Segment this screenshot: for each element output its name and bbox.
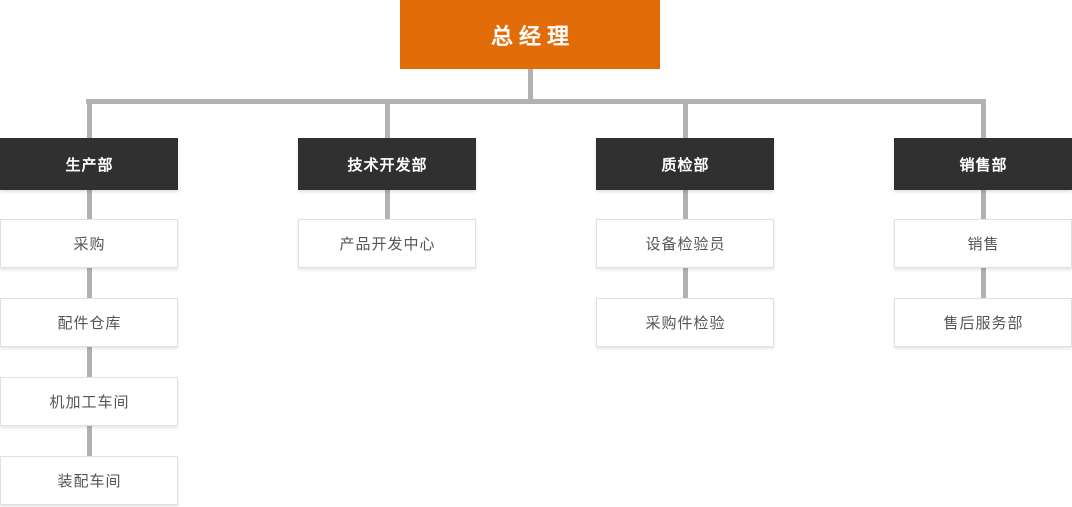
org-node-purchased-parts-inspection[interactable]: 采购件检验 (596, 298, 774, 347)
org-node-label: 采购件检验 (645, 315, 726, 332)
org-node-assembly-workshop[interactable]: 装配车间 (0, 456, 178, 505)
org-node-label: 产品开发中心 (339, 236, 436, 253)
org-node-label: 技术开发部 (347, 156, 428, 174)
org-node-label: 总经理 (490, 23, 575, 49)
org-node-label: 装配车间 (57, 473, 122, 490)
connector-sales-child-1 (980, 190, 986, 219)
connector-production-child-2 (86, 268, 92, 298)
connector-quality-child-1 (682, 190, 688, 219)
connector-production-child-1 (86, 190, 92, 219)
org-node-label: 质检部 (661, 156, 710, 174)
org-node-production-dept[interactable]: 生产部 (0, 138, 178, 190)
connector-drop-quality-inspection (682, 104, 688, 138)
org-node-label: 销售部 (959, 156, 1008, 174)
org-node-procurement[interactable]: 采购 (0, 219, 178, 268)
org-node-label: 销售 (967, 236, 1000, 253)
org-node-label: 采购 (73, 236, 106, 253)
org-node-sales[interactable]: 销售 (894, 219, 1072, 268)
org-node-label: 机加工车间 (49, 394, 130, 411)
connector-horizontal-rail (86, 99, 986, 104)
org-node-label: 配件仓库 (57, 315, 122, 332)
org-node-equipment-inspector[interactable]: 设备检验员 (596, 219, 774, 268)
org-node-label: 售后服务部 (943, 315, 1024, 332)
connector-drop-tech-development (384, 104, 390, 138)
connector-root-stub (527, 69, 533, 99)
connector-quality-child-2 (682, 268, 688, 298)
connector-drop-sales (980, 104, 986, 138)
org-node-label: 设备检验员 (645, 236, 726, 253)
org-node-machining-workshop[interactable]: 机加工车间 (0, 377, 178, 426)
connector-production-child-4 (86, 426, 92, 456)
connector-tech-development-child-1 (384, 190, 390, 219)
org-node-after-sales-service[interactable]: 售后服务部 (894, 298, 1072, 347)
connector-sales-child-2 (980, 268, 986, 298)
org-node-tech-development-dept[interactable]: 技术开发部 (298, 138, 476, 190)
connector-production-child-3 (86, 347, 92, 377)
org-node-quality-inspection-dept[interactable]: 质检部 (596, 138, 774, 190)
org-node-label: 生产部 (65, 156, 114, 174)
org-node-sales-dept[interactable]: 销售部 (894, 138, 1072, 190)
org-node-product-dev-center[interactable]: 产品开发中心 (298, 219, 476, 268)
org-node-general-manager[interactable]: 总经理 (400, 0, 660, 69)
connector-drop-production (86, 104, 92, 138)
org-node-parts-warehouse[interactable]: 配件仓库 (0, 298, 178, 347)
